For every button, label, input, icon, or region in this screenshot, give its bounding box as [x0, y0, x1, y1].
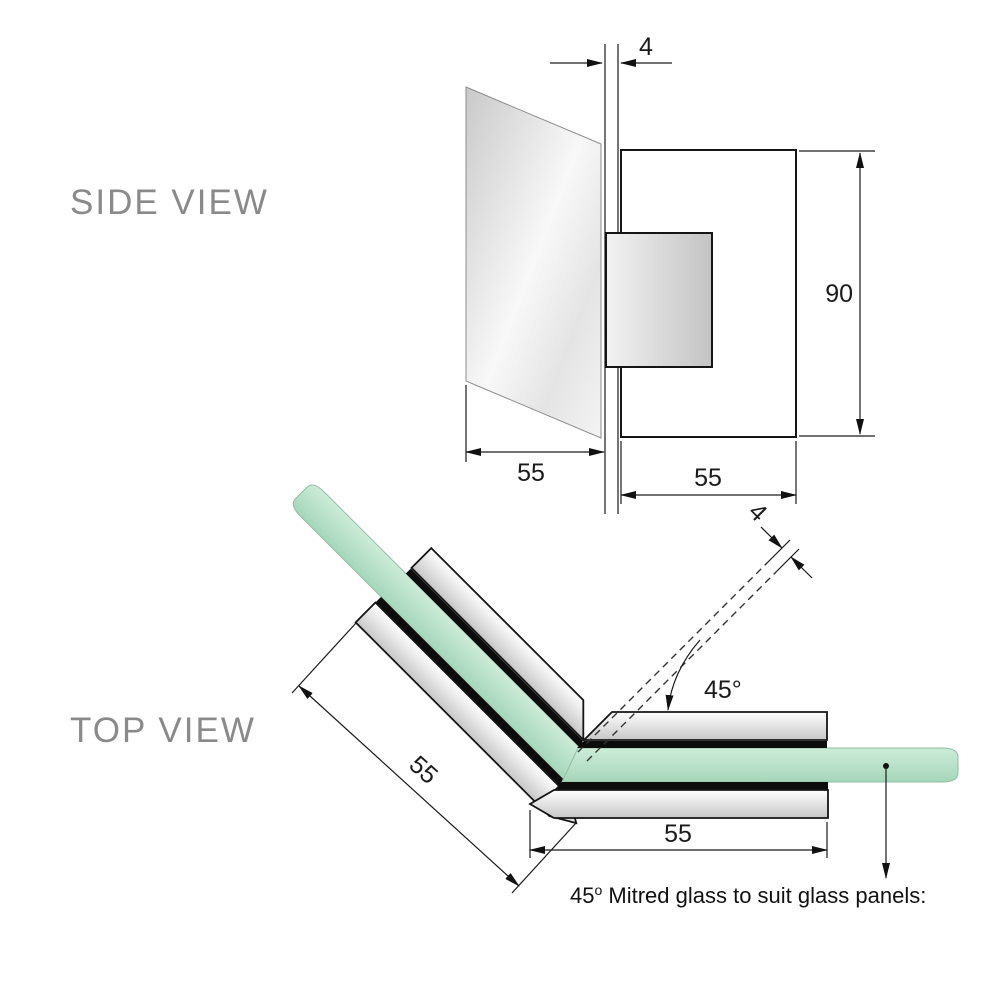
side-view: SIDE VIEW 4 90 55 55	[70, 33, 875, 514]
angle-label: 45°	[704, 676, 742, 704]
mitre-thickness-arrow-upper	[760, 526, 783, 549]
diag-dim-ext-lower	[511, 822, 577, 894]
mitre-thickness-arrow-lower	[790, 556, 813, 579]
hinge-knuckle	[605, 232, 713, 368]
mitre-thickness-label: 4	[743, 498, 773, 528]
caption-degree-sup: o	[594, 882, 602, 898]
angle-arc-arrow	[665, 639, 701, 711]
mitre-ext-tick-1	[767, 539, 791, 563]
height-dim-label: 90	[825, 280, 853, 308]
diag-dim-label: 55	[404, 750, 443, 789]
hinge-width-label: 55	[694, 464, 722, 492]
mitre-ext-tick-2	[776, 548, 800, 572]
top-view-title: TOP VIEW	[70, 711, 256, 750]
caption-text: 45o Mitred glass to suit glass panels:	[570, 882, 926, 908]
side-view-title: SIDE VIEW	[70, 183, 269, 222]
diag-dim-line	[298, 685, 520, 887]
caption-rest: Mitred glass to suit glass panels:	[602, 883, 926, 908]
diag-dim-ext-upper	[291, 622, 357, 694]
mitre-dashed-line-1	[577, 561, 769, 753]
bottom-dim-label: 55	[664, 820, 692, 848]
caption-number: 45	[570, 883, 594, 908]
glass-panel-side	[465, 86, 602, 439]
thickness-dim-label: 4	[639, 33, 653, 61]
panel-width-label: 55	[517, 459, 545, 487]
top-view: TOP VIEW 4 45° 55 55 45o Mitred glass to…	[70, 454, 959, 908]
horizontal-assembly	[529, 711, 959, 819]
